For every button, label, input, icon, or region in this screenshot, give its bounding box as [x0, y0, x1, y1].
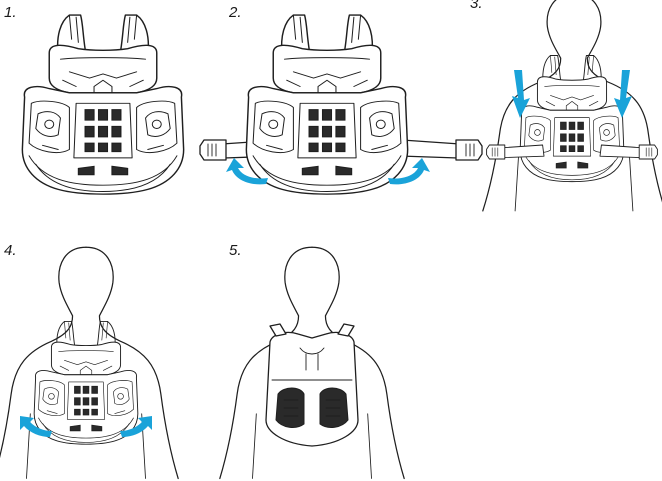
- step-3-illustration: [483, 0, 662, 211]
- step-4-illustration: [0, 247, 178, 478]
- strap-buckle-icon: [400, 140, 482, 160]
- step-5-illustration: [220, 247, 404, 478]
- step-1-illustration: [22, 15, 183, 194]
- step-2-illustration: [200, 15, 482, 194]
